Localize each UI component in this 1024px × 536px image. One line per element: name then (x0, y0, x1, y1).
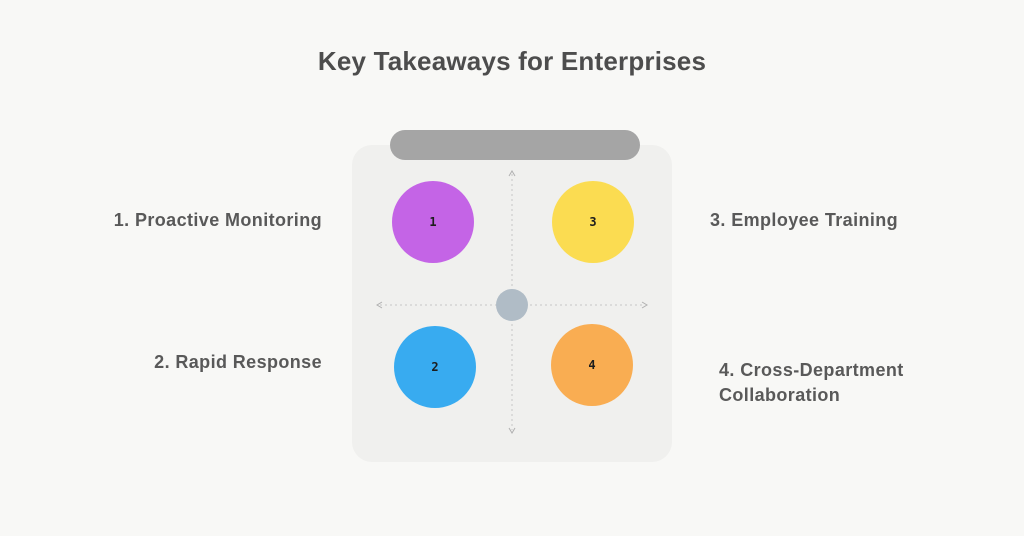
quadrant-axes (376, 170, 648, 434)
bubble-3: 3 (552, 181, 634, 263)
arrow-down-icon (508, 427, 516, 434)
arrow-up-icon (508, 170, 516, 177)
arrow-right-icon (641, 301, 648, 309)
bubble-2: 2 (394, 326, 476, 408)
bubble-1-number: 1 (429, 215, 437, 229)
clipboard-bar (390, 130, 640, 160)
label-cross-department-collaboration: 4. Cross-Department Collaboration (719, 360, 904, 405)
label-rapid-response: 2. Rapid Response (154, 352, 322, 372)
arrow-left-icon (376, 301, 383, 309)
page-title: Key Takeaways for Enterprises (317, 46, 707, 76)
label-proactive-monitoring: 1. Proactive Monitoring (113, 210, 322, 230)
label-employee-training: 3. Employee Training (710, 210, 899, 230)
center-hub-dot (496, 289, 528, 321)
bubble-1: 1 (392, 181, 474, 263)
quadrant-panel: 1 3 2 4 (352, 145, 672, 462)
bubble-4: 4 (551, 324, 633, 406)
bubble-2-number: 2 (431, 360, 439, 374)
bubble-4-number: 4 (588, 358, 596, 372)
bubble-3-number: 3 (589, 215, 597, 229)
